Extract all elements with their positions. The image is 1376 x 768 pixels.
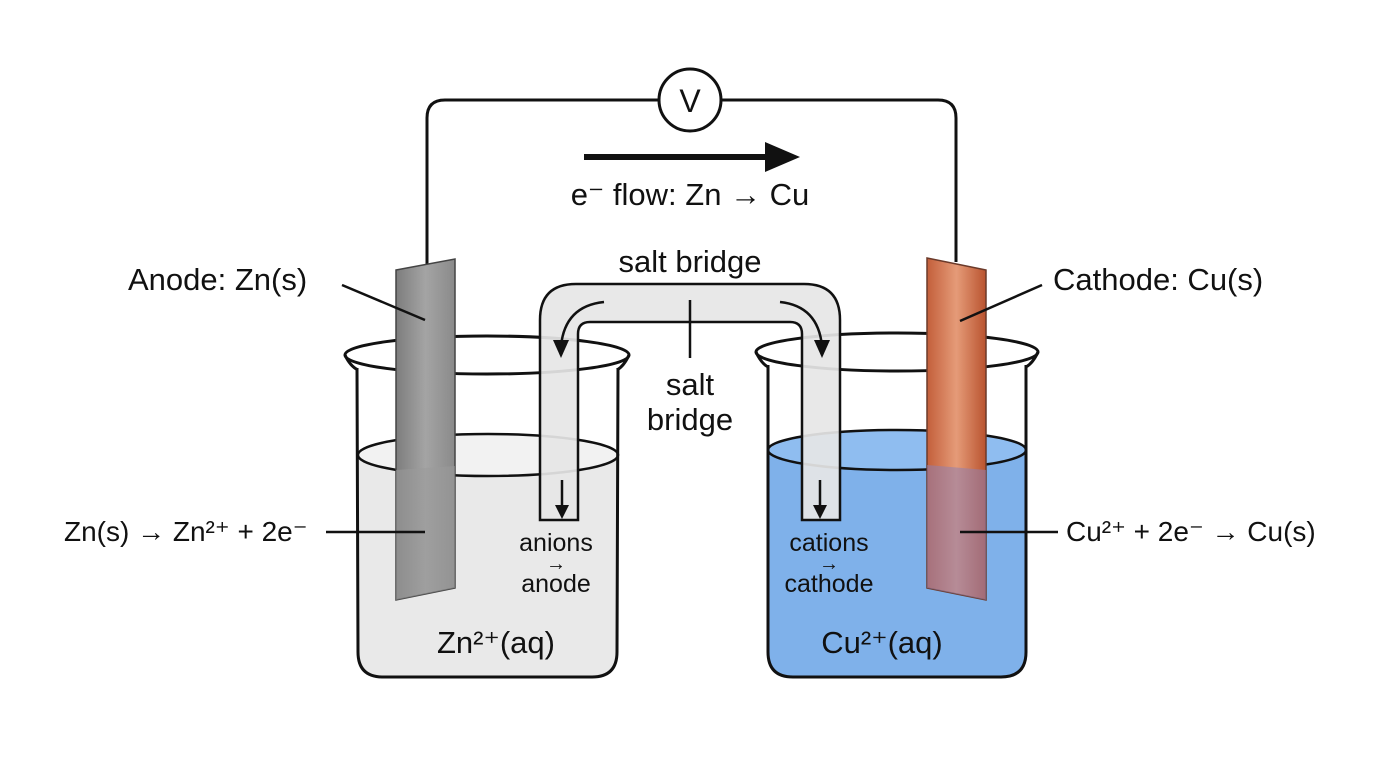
electron-flow-label: e⁻ flow: Zn → Cu xyxy=(571,177,810,212)
voltmeter-circle xyxy=(657,67,723,133)
voltmeter-symbol: V xyxy=(679,83,701,119)
cation-down-arrow xyxy=(813,480,827,519)
salt-bridge-tube xyxy=(538,282,842,522)
cathode-beaker-rim xyxy=(754,331,1040,373)
anode-label: Anode: Zn(s) xyxy=(128,262,307,297)
anion-label-2: anode xyxy=(521,570,591,598)
anode-beaker-rim xyxy=(343,334,631,376)
anion-label-arrow: → xyxy=(546,553,566,575)
cation-label-1: cations xyxy=(789,529,868,557)
cathode-label: Cathode: Cu(s) xyxy=(1053,262,1263,297)
cathode-label-leader xyxy=(959,283,1043,323)
salt-bridge-center-label-2: bridge xyxy=(647,402,733,437)
electron-flow-arrow xyxy=(584,142,800,172)
anion-down-arrow xyxy=(555,480,569,519)
circuit-wire xyxy=(425,98,958,268)
copper-solution-label: Cu²⁺(aq) xyxy=(821,625,942,660)
zinc-solution-label: Zn²⁺(aq) xyxy=(437,625,555,660)
salt-bridge-top-label: salt bridge xyxy=(618,244,761,279)
voltmeter: V xyxy=(657,67,723,133)
cation-label-2: cathode xyxy=(785,570,874,598)
cation-label-arrow: → xyxy=(819,553,839,575)
bridge-flow-arrow-right xyxy=(779,300,824,347)
anode-reaction: Zn(s) → Zn²⁺ + 2e⁻ xyxy=(64,516,308,547)
anode-label-leader xyxy=(341,283,426,322)
bridge-flow-arrow-left xyxy=(559,300,605,347)
anion-label-1: anions xyxy=(519,529,593,557)
cathode-reaction: Cu²⁺ + 2e⁻ → Cu(s) xyxy=(1066,516,1316,547)
salt-bridge-center-label-1: salt xyxy=(666,367,715,402)
